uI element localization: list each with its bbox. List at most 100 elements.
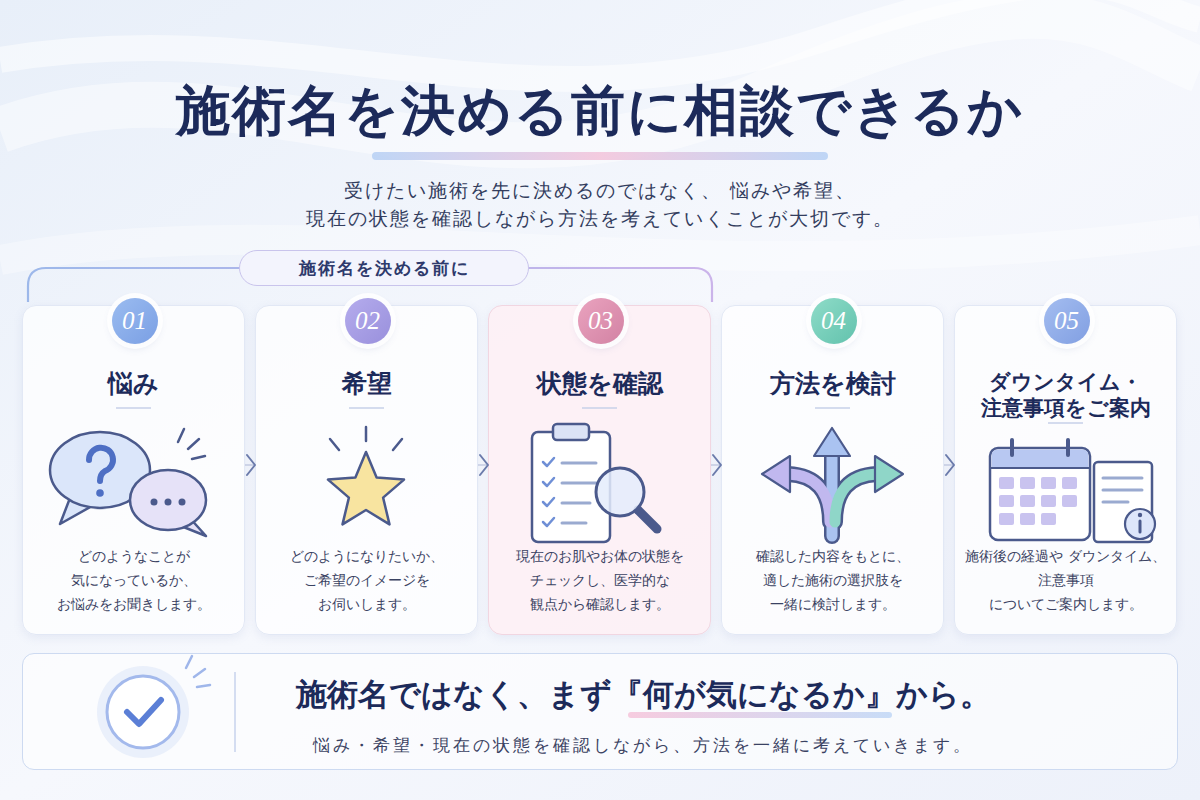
calendar-icon — [1062, 495, 1077, 507]
clipboard-icon — [562, 463, 596, 523]
clipboard-icon — [596, 468, 644, 516]
calendar-icon — [1020, 513, 1035, 525]
branch-arrows-icon — [788, 474, 830, 522]
step-number: 02 — [345, 298, 391, 344]
background-waves — [0, 0, 1200, 79]
step-number: 01 — [112, 298, 158, 344]
branch-arrows-icon — [835, 474, 877, 522]
calendar-icon — [992, 450, 1089, 469]
clipboard-icon — [543, 518, 554, 526]
step-card: 状態を確認現在のお肌やお体の状態を チェックし、医学的な 観点から確認します。0… — [488, 305, 711, 635]
step-number-badge: 02 — [345, 298, 391, 344]
clipboard-icon — [543, 478, 554, 486]
divider-lines — [116, 407, 151, 409]
star-icon — [330, 439, 339, 450]
speech-bubble-icon — [96, 489, 104, 497]
calendar-icon — [1020, 477, 1035, 489]
calendar-icon — [1094, 462, 1152, 542]
calendar-icon — [999, 495, 1014, 507]
branch-arrows-icon — [788, 452, 877, 536]
calendar-icon — [1103, 477, 1142, 480]
calendar-icon — [1103, 478, 1142, 502]
calendar-icon — [1012, 440, 1068, 455]
step-number: 05 — [1044, 298, 1090, 344]
box-body: どのようなことが 気になっているか、 お悩みをお聞きします。 — [31, 544, 236, 616]
divider-lines — [582, 407, 617, 409]
step-card: 方法を検討確認した内容をもとに、 適した施術の選択肢を 一緒に検討します。04 — [721, 305, 944, 635]
group-label: 施術名を決める前に — [240, 251, 528, 285]
flow-chevron — [478, 464, 488, 466]
speech-bubble-icon — [50, 429, 206, 536]
speech-bubble-icon — [89, 448, 113, 481]
calendar-icon — [1020, 495, 1035, 507]
clipboard-icon — [543, 458, 554, 526]
branch-arrows-icon — [827, 452, 838, 536]
star-icon — [330, 427, 402, 450]
divider-lines — [815, 407, 850, 409]
speech-bubble-icon — [130, 470, 206, 530]
star-icon — [365, 427, 368, 441]
branch-arrows-icon — [762, 456, 790, 492]
calendar-icon — [990, 467, 1090, 469]
speech-bubble-icon — [50, 432, 150, 508]
step-number-badge: 04 — [811, 298, 857, 344]
star-icon — [393, 439, 402, 450]
check-badge-icon — [194, 669, 205, 677]
speech-bubble-icon — [178, 429, 184, 442]
check-badge-icon — [127, 700, 161, 724]
step-number-badge: 03 — [578, 298, 624, 344]
speech-bubble-icon — [178, 429, 205, 459]
speech-bubble-icon — [176, 516, 206, 536]
box-body: どのようになりたいか、 ご希望のイメージを お伺いします。 — [264, 544, 469, 616]
step-card: 悩みどのようなことが 気になっているか、 お悩みをお聞きします。01 — [22, 305, 245, 635]
divider-lines — [349, 407, 384, 409]
title-highlight — [372, 152, 828, 160]
speech-bubble-icon — [60, 498, 92, 524]
step-number: 03 — [578, 298, 624, 344]
check-badge-icon — [186, 656, 192, 668]
check-badge-icon — [97, 656, 210, 758]
branch-arrows-icon — [788, 474, 830, 522]
step-number: 04 — [811, 298, 857, 344]
calendar-icon — [1103, 501, 1128, 504]
calendar-icon — [1041, 477, 1056, 489]
speech-bubble-icon — [151, 499, 158, 506]
speech-bubble-icon — [192, 456, 205, 459]
box-body: 確認した内容をもとに、 適した施術の選択肢を 一緒に検討します。 — [730, 544, 935, 616]
star-icon — [328, 452, 404, 524]
summary-box: 施術名ではなく、まず『何が気になるか』から。悩み・希望・現在の状態を確認しながら… — [22, 653, 1178, 770]
flow-chevron — [944, 464, 954, 466]
calendar-icon — [1139, 521, 1142, 532]
calendar-icon — [999, 477, 1014, 489]
box-body: 施術後の経過や ダウンタイム、注意事項 についてご案内します。 — [963, 544, 1168, 616]
clipboard-icon — [553, 424, 589, 440]
clipboard-icon — [543, 458, 554, 466]
check-badge-icon — [97, 666, 189, 758]
branch-arrows-icon — [788, 452, 877, 536]
calendar-icon — [999, 477, 1077, 525]
box-heading: 状態を確認 — [495, 370, 704, 398]
box-heading: 方法を検討 — [728, 370, 937, 398]
calendar-icon — [999, 513, 1014, 525]
emphasis-highlight — [628, 712, 892, 718]
clipboard-icon — [532, 424, 657, 542]
clipboard-icon — [562, 462, 596, 465]
speech-bubble-icon — [165, 499, 172, 506]
group-pill: 施術名を決める前に — [239, 250, 529, 286]
clipboard-icon — [543, 498, 554, 506]
step-number-badge: 05 — [1044, 298, 1090, 344]
calendar-icon — [1066, 440, 1070, 455]
subtitle-text: 受けたい施術を先に決めるのではなく、 悩みや希望、現在の状態を確認しながら方法を… — [170, 176, 1030, 232]
calendar-icon — [1103, 489, 1142, 492]
separator-line — [234, 672, 236, 752]
box-heading: 悩み — [29, 370, 238, 398]
box-body: 現在のお肌やお体の状態を チェックし、医学的な 観点から確認します。 — [497, 544, 702, 616]
check-badge-icon — [186, 656, 210, 687]
branch-arrows-icon — [814, 428, 850, 456]
branch-arrows-icon — [875, 456, 903, 492]
clipboard-icon — [532, 432, 610, 542]
